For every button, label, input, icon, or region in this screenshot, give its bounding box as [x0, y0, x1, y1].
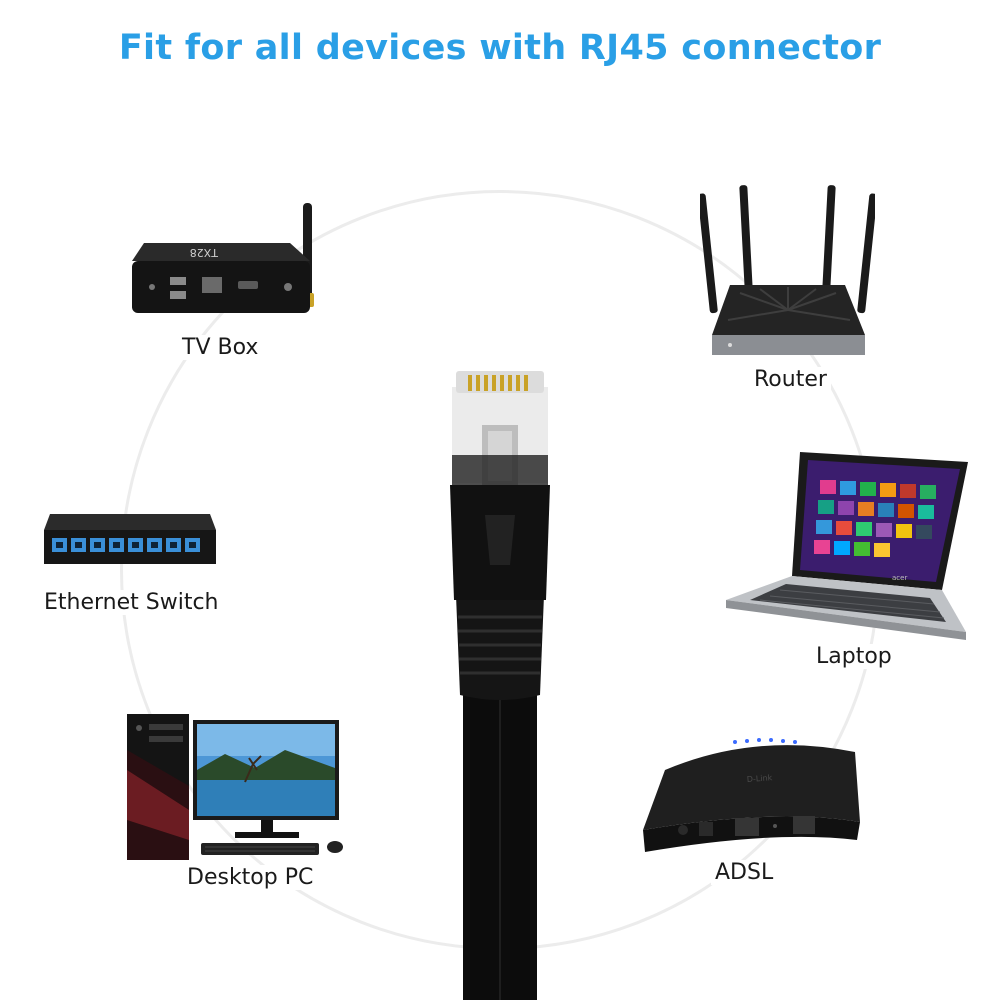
laptop-brand: acer: [892, 574, 907, 582]
adsl-brand: D-Link: [747, 773, 773, 784]
desktop-pc: Desktop PC: [125, 710, 350, 890]
rj45-cable-icon: [450, 371, 550, 1000]
ethernet-switch: Ethernet Switch: [40, 510, 223, 615]
desktop-pc-label: Desktop PC: [183, 865, 318, 890]
adsl-modem-icon: D-Link: [643, 738, 860, 852]
desktop-pc-icon: [127, 714, 343, 860]
router: Router: [700, 185, 875, 392]
ethernet-switch-label: Ethernet Switch: [40, 590, 223, 615]
ethernet-switch-icon: [44, 514, 216, 564]
tv-box-label: TV Box: [178, 335, 263, 360]
laptop-label: Laptop: [812, 644, 896, 669]
tv-box: TX28 TV Box: [120, 195, 335, 360]
laptop-icon: acer: [726, 452, 968, 640]
router-icon: [700, 185, 875, 355]
router-label: Router: [750, 367, 831, 392]
tv-box-icon: TX28: [132, 203, 314, 313]
adsl: D-Link ADSL: [635, 730, 865, 885]
tv-box-brand: TX28: [190, 246, 219, 259]
laptop: acer Laptop: [720, 450, 970, 669]
headline: Fit for all devices with RJ45 connector: [118, 28, 882, 68]
adsl-label: ADSL: [711, 860, 778, 885]
